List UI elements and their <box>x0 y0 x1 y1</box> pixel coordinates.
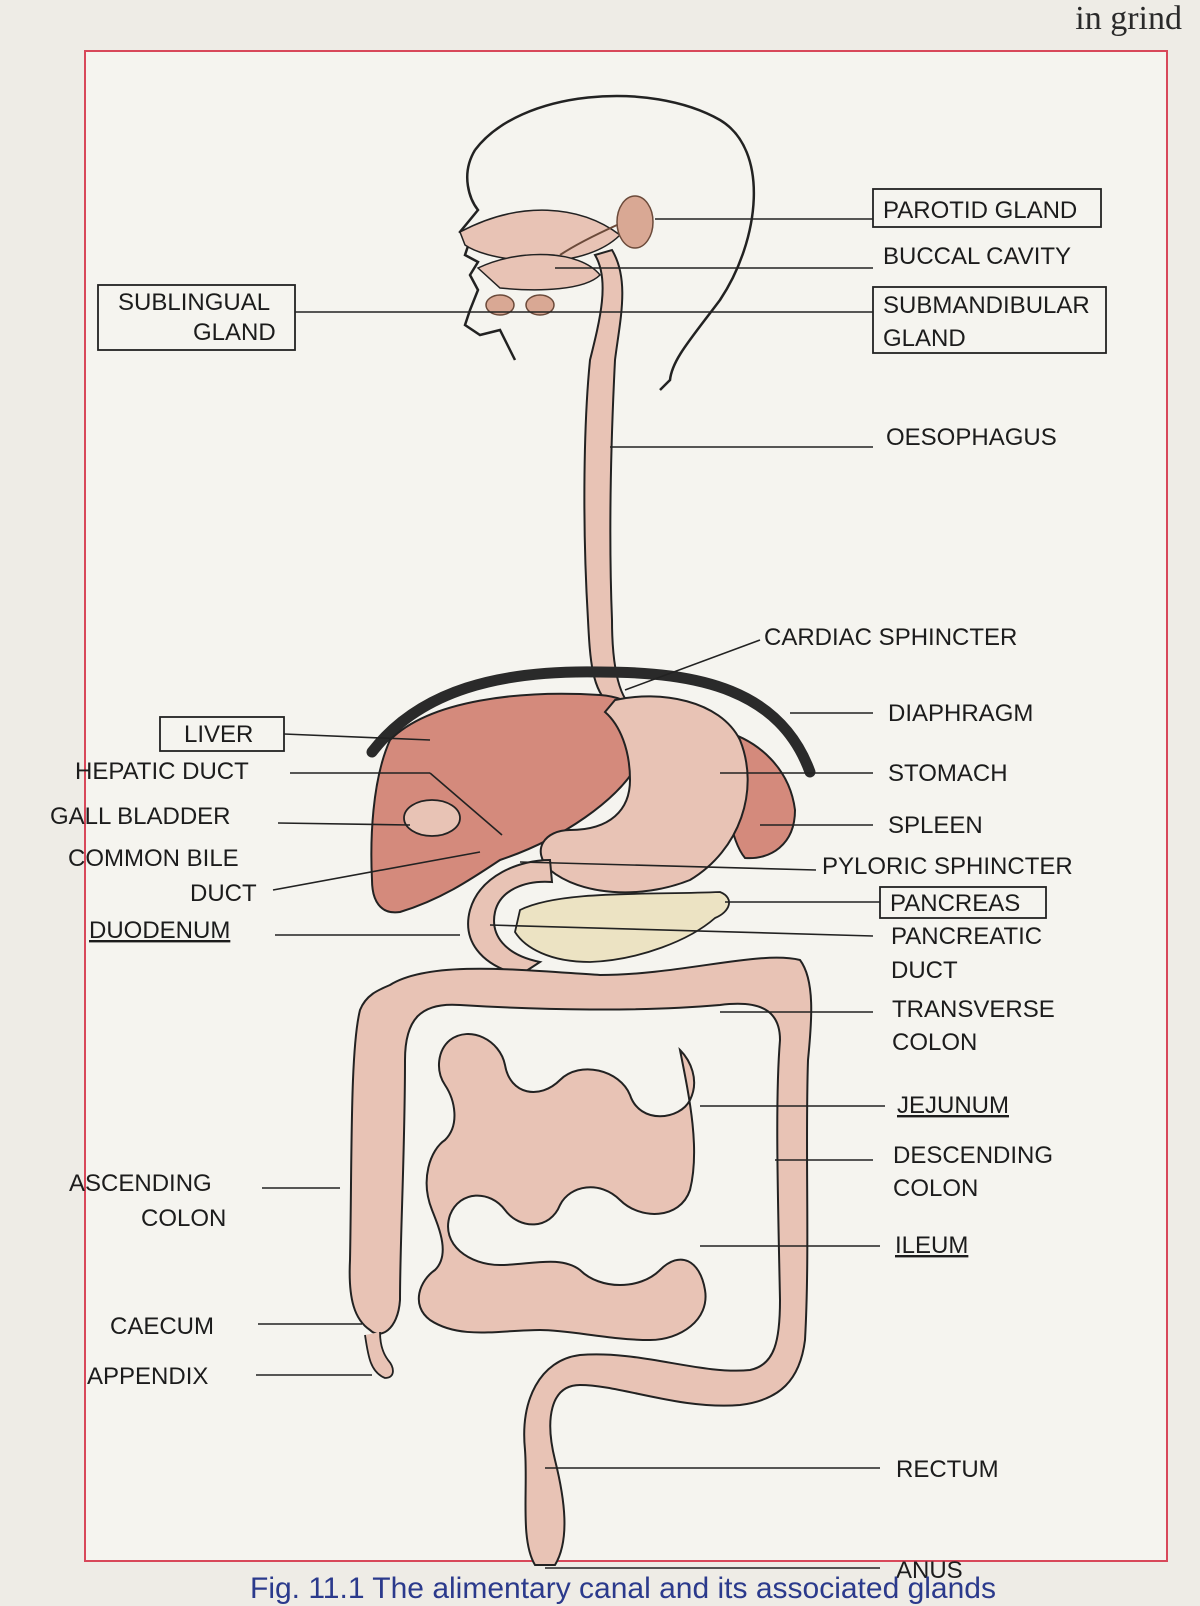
label-descending-colon-line1: DESCENDING <box>893 1142 1053 1169</box>
head-outline <box>458 94 756 391</box>
label-ileum: ILEUM <box>895 1232 968 1259</box>
label-caecum: CAECUM <box>110 1313 214 1340</box>
pancreas-box <box>879 886 1047 919</box>
label-transverse-colon-line2: COLON <box>892 1029 977 1056</box>
label-pyloric-sphincter: PYLORIC SPHINCTER <box>822 853 1073 880</box>
diaphragm-shape <box>366 666 816 778</box>
label-parotid-gland: PAROTID GLAND <box>883 197 1077 224</box>
label-spleen: SPLEEN <box>888 812 983 839</box>
small-intestine-shape <box>417 1033 707 1342</box>
liver-box <box>159 716 285 752</box>
label-ascending-colon-line2: COLON <box>141 1205 226 1232</box>
label-pancreatic-duct-line1: PANCREATIC <box>891 923 1042 950</box>
stomach-shape <box>539 695 749 894</box>
label-submandibular-gland-line1: SUBMANDIBULAR <box>883 292 1090 319</box>
label-sublingual-gland-line1: SUBLINGUAL <box>118 289 270 316</box>
large-intestine-shape <box>348 956 813 1566</box>
label-sublingual-gland-line2: GLAND <box>193 319 276 346</box>
submandibular-gland-box <box>872 286 1107 354</box>
buccal-cavity-shape <box>459 209 622 263</box>
label-stomach: STOMACH <box>888 760 1008 787</box>
label-cardiac-sphincter: CARDIAC SPHINCTER <box>764 624 1017 651</box>
page-corner-text: in grind <box>1075 0 1182 37</box>
label-appendix: APPENDIX <box>87 1363 208 1390</box>
label-jejunum: JEJUNUM <box>897 1092 1009 1119</box>
label-anus: ANUS <box>896 1557 963 1584</box>
label-pancreas: PANCREAS <box>890 890 1020 917</box>
label-pancreatic-duct-line2: DUCT <box>891 957 958 984</box>
label-oesophagus: OESOPHAGUS <box>886 424 1057 451</box>
label-liver: LIVER <box>184 721 253 748</box>
label-submandibular-gland-line2: GLAND <box>883 325 966 352</box>
pancreas-shape <box>514 891 730 963</box>
label-buccal-cavity: BUCCAL CAVITY <box>883 243 1071 270</box>
submandibular-gland-shape <box>525 294 555 316</box>
label-rectum: RECTUM <box>896 1456 999 1483</box>
label-descending-colon-line2: COLON <box>893 1175 978 1202</box>
label-diaphragm: DIAPHRAGM <box>888 700 1033 727</box>
label-transverse-colon-line1: TRANSVERSE <box>892 996 1055 1023</box>
label-gall-bladder: GALL BLADDER <box>50 803 231 830</box>
label-hepatic-duct: HEPATIC DUCT <box>75 758 249 785</box>
parotid-gland-box <box>872 188 1102 228</box>
figure-caption: Fig. 11.1 The alimentary canal and its a… <box>250 1572 996 1605</box>
gall-bladder-shape <box>403 799 461 837</box>
label-common-bile-duct-line1: COMMON BILE <box>68 845 239 872</box>
tongue-shape <box>476 253 602 291</box>
parotid-gland-shape <box>616 195 654 249</box>
label-duodenum: DUODENUM <box>89 917 230 944</box>
sublingual-gland-shape <box>485 294 515 316</box>
appendix-shape <box>364 1331 394 1379</box>
label-ascending-colon-line1: ASCENDING <box>69 1170 212 1197</box>
label-common-bile-duct-line2: DUCT <box>190 880 257 907</box>
oesophagus-shape <box>583 248 633 706</box>
sublingual-gland-box <box>97 284 296 351</box>
